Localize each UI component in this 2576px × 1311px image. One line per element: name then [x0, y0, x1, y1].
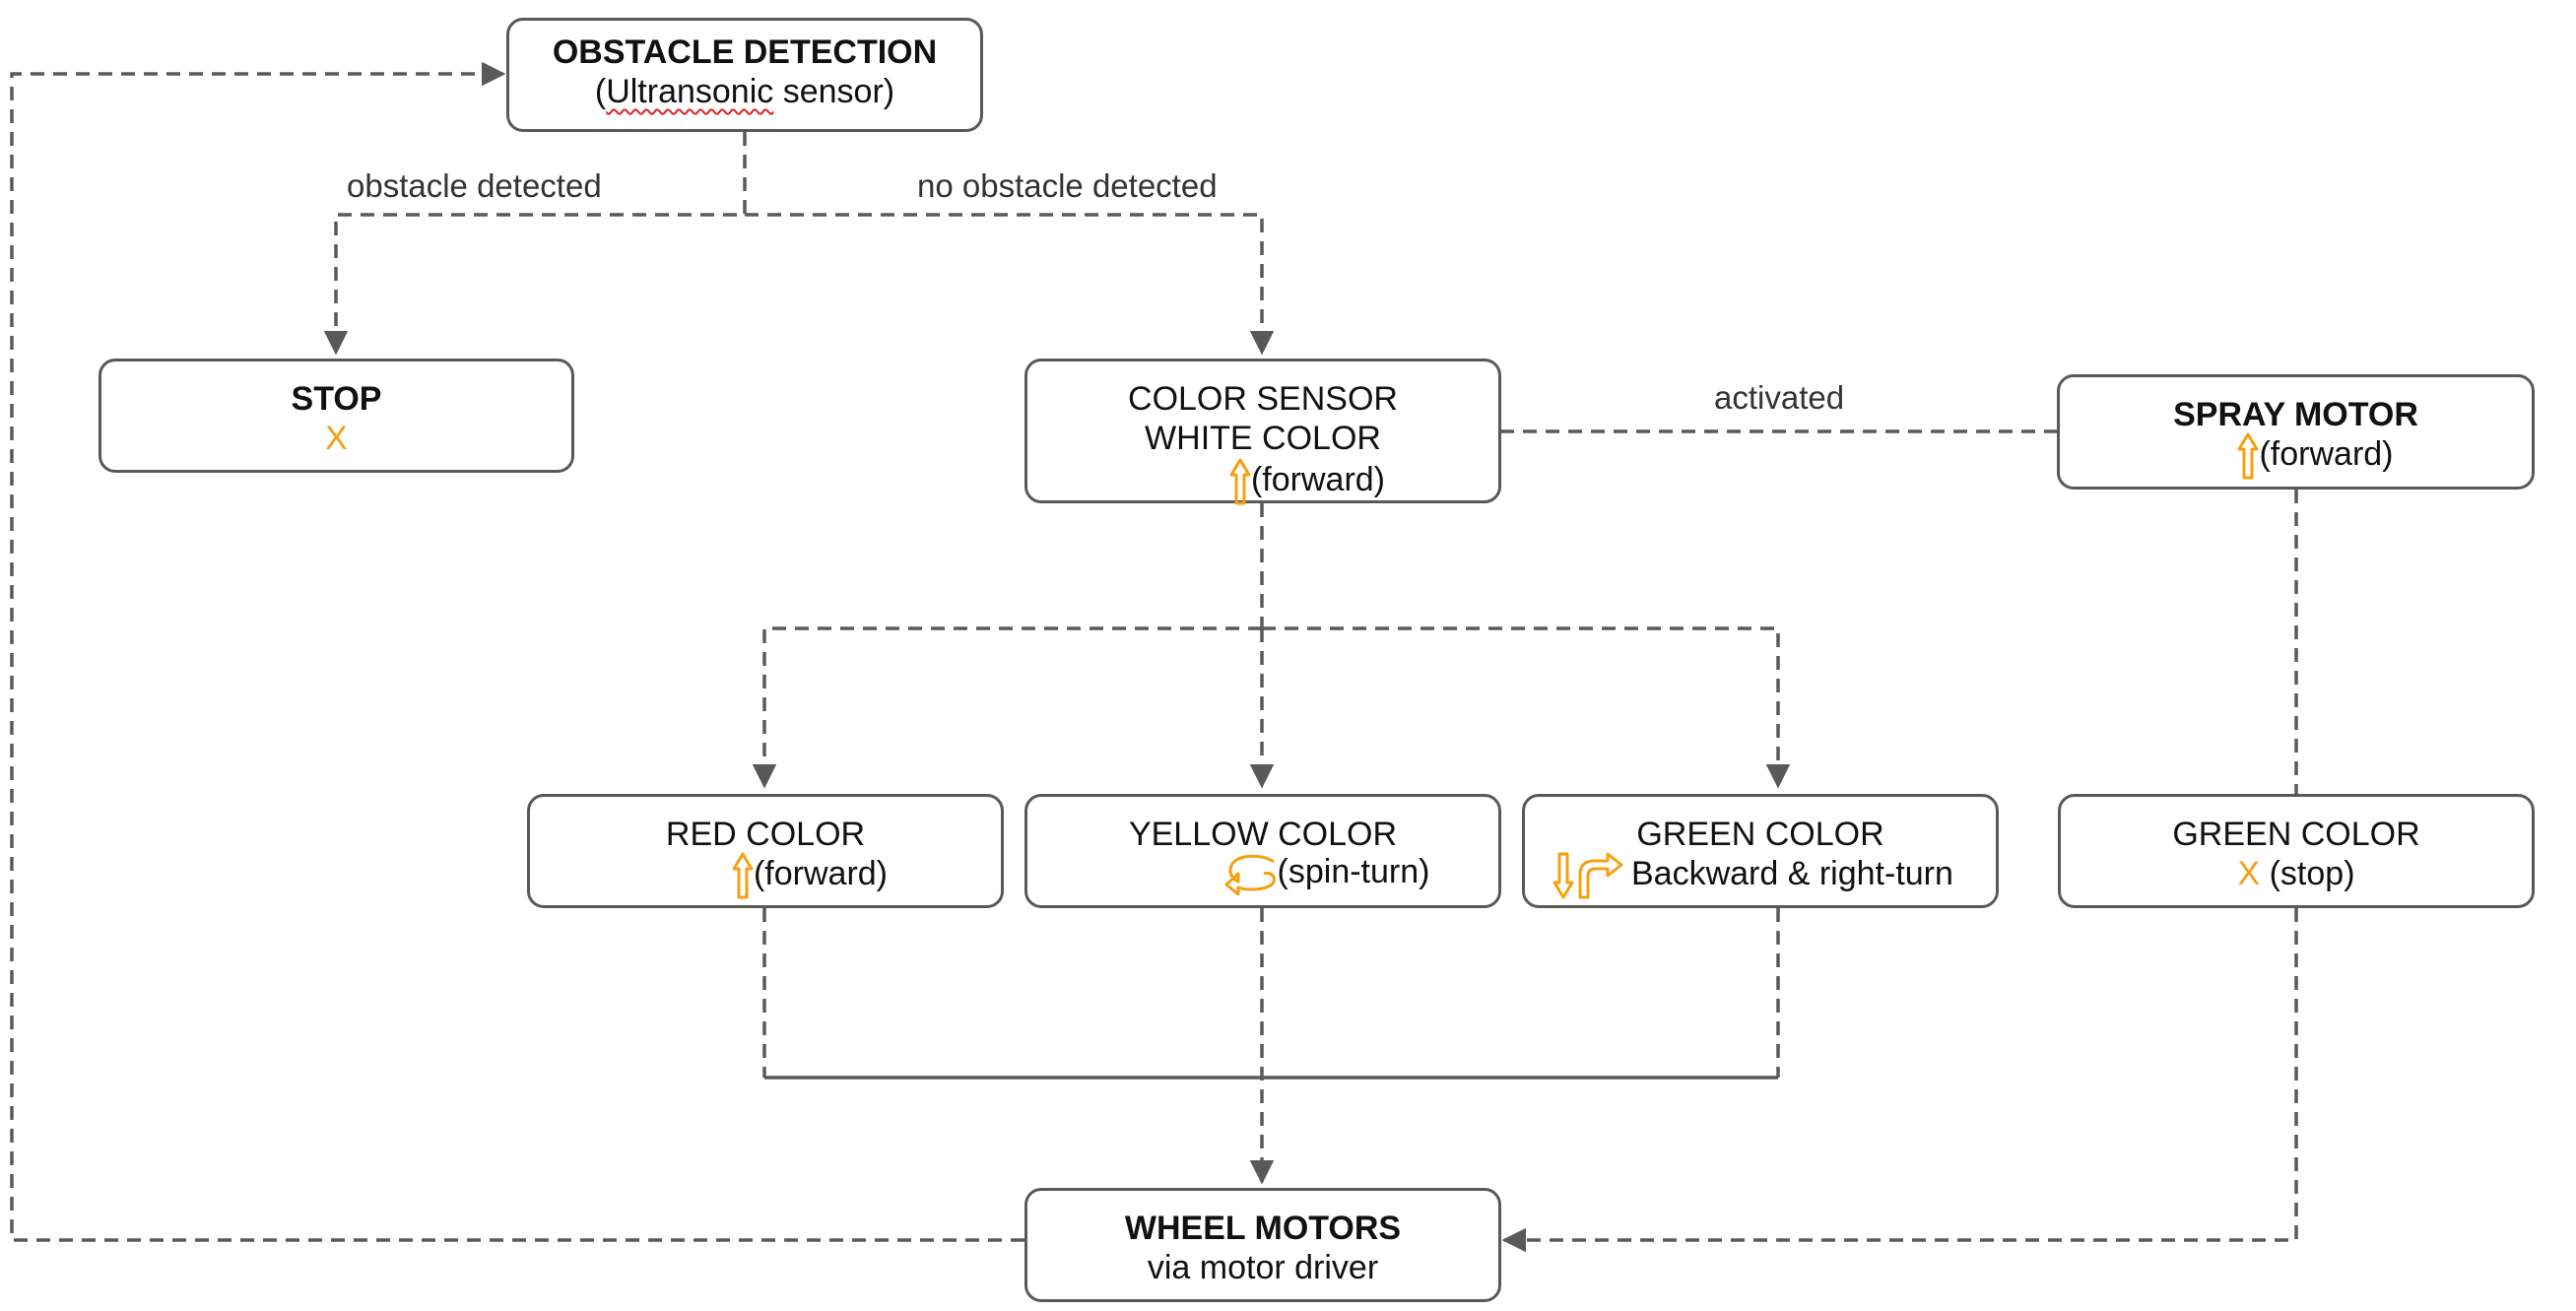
stop-x-symbol: X — [325, 420, 348, 457]
u-turn-arrow-icon — [1224, 854, 1276, 896]
down-arrow-icon — [1552, 852, 1574, 899]
green-color-title: GREEN COLOR — [1636, 816, 1884, 853]
stop-node: STOP X — [99, 359, 574, 473]
red-color-action: (forward) — [530, 852, 1001, 899]
color-sensor-node: COLOR SENSOR WHITE COLOR (forward) — [1024, 359, 1501, 505]
green-color-stop-node: GREEN COLOR X (stop) — [2058, 794, 2535, 908]
up-arrow-icon — [2237, 432, 2259, 480]
up-arrow-icon — [732, 852, 754, 899]
up-arrow-icon — [1229, 458, 1251, 505]
edge-wheels-feedback — [10, 61, 1024, 1242]
green-color-stop-title: GREEN COLOR — [2172, 816, 2420, 853]
edge-obstacle-to-color-sensor — [745, 213, 1275, 356]
obstacle-detection-title: OBSTACLE DETECTION — [552, 33, 938, 71]
edge-obstacle-to-stop — [323, 132, 747, 356]
stop-title: STOP — [291, 380, 382, 418]
obstacle-detection-node: OBSTACLE DETECTION (Ultransonic sensor) — [506, 18, 983, 132]
edge-to-green — [1262, 626, 1791, 789]
stop-x-symbol: X — [2237, 855, 2261, 892]
right-turn-arrow-icon — [1578, 852, 1623, 899]
misspelled-word: Ultransonic — [606, 73, 774, 110]
wheel-motors-subtitle: via motor driver — [1147, 1249, 1379, 1286]
red-color-node: RED COLOR (forward) — [527, 794, 1004, 908]
white-color-label: WHITE COLOR — [1145, 420, 1381, 457]
edge-green-stop-to-wheels — [1501, 908, 2298, 1253]
green-color-action: Backward & right-turn — [1525, 852, 1996, 899]
spray-motor-title: SPRAY MOTOR — [2173, 396, 2418, 433]
red-color-title: RED COLOR — [665, 816, 866, 853]
label-activated: activated — [1714, 379, 1845, 416]
yellow-color-action: (spin-turn) — [1027, 852, 1498, 896]
wheel-motors-node: WHEEL MOTORS via motor driver — [1024, 1188, 1501, 1302]
green-color-stop-action: X (stop) — [2237, 855, 2355, 892]
spray-motor-action: (forward) — [2060, 432, 2532, 480]
yellow-color-node: YELLOW COLOR (spin-turn) — [1024, 794, 1501, 908]
wheel-motors-title: WHEEL MOTORS — [1124, 1210, 1402, 1247]
color-sensor-action: (forward) — [1027, 458, 1498, 505]
label-no-obstacle-detected: no obstacle detected — [917, 167, 1218, 204]
green-color-node: GREEN COLOR Backward & right-turn — [1522, 794, 1999, 908]
label-obstacle-detected: obstacle detected — [347, 167, 602, 204]
yellow-color-title: YELLOW COLOR — [1128, 816, 1398, 853]
spray-motor-node: SPRAY MOTOR (forward) — [2057, 374, 2535, 490]
obstacle-detection-subtitle: (Ultransonic sensor) — [594, 73, 895, 110]
color-sensor-title: COLOR SENSOR — [1128, 380, 1398, 418]
edge-to-red — [752, 626, 1262, 789]
